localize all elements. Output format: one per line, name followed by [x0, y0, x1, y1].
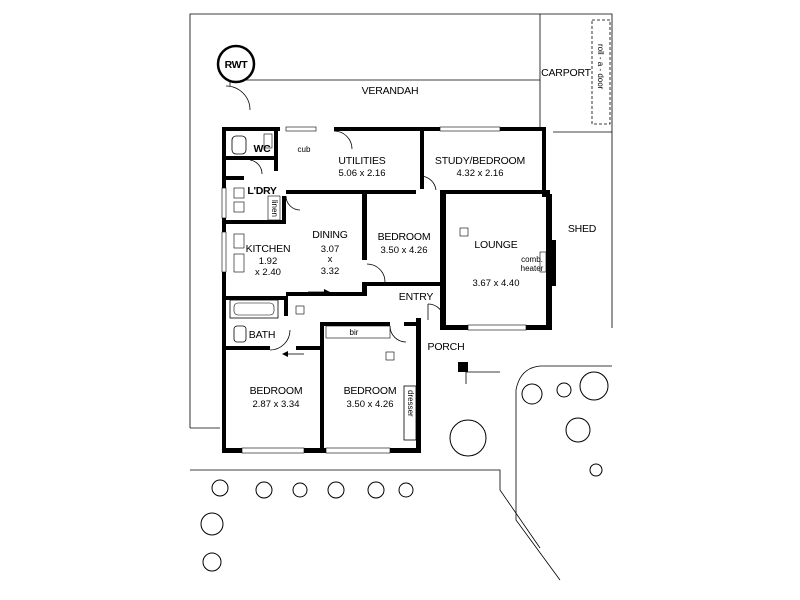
doors — [249, 130, 445, 351]
lounge-dims: 3.67 x 4.40 — [472, 278, 519, 289]
kitchen-dim-1: 1.92 — [259, 256, 278, 267]
site-boundary — [189, 13, 613, 581]
bedroom-left-label: BEDROOM — [250, 385, 303, 397]
windows — [221, 126, 527, 454]
rwt-label: RWT — [225, 59, 249, 71]
verandah-door-swing — [225, 85, 251, 111]
study-dims: 4.32 x 2.16 — [456, 168, 503, 179]
laundry-label: L'DRY — [247, 185, 276, 197]
dining-dim-3: 3.32 — [321, 266, 340, 277]
entry-label: ENTRY — [399, 291, 434, 303]
roll-a-door: roll - a - door — [591, 19, 611, 125]
linen-label: linen — [270, 200, 279, 217]
bedroom-right-label: BEDROOM — [344, 385, 397, 397]
cub-label: cub — [298, 145, 311, 154]
comb-label: comb. — [521, 255, 543, 264]
dining-dim-2: x — [328, 254, 333, 265]
bedroom-right-dims: 3.50 x 4.26 — [346, 399, 393, 410]
dresser-label: dresser — [406, 390, 415, 417]
bedroom-center-label: BEDROOM — [378, 231, 431, 243]
verandah-label: VERANDAH — [362, 85, 419, 97]
room-labels: VERANDAH CARPORT WC cub UTILITIES 5.06 x… — [246, 67, 597, 417]
wc-label: WC — [254, 143, 272, 155]
shed-label: SHED — [568, 223, 597, 235]
roll-door-label: roll - a - door — [596, 44, 605, 90]
kitchen-dim-2: x 2.40 — [255, 267, 281, 278]
kitchen-label: KITCHEN — [246, 243, 291, 255]
bedroom-center-dims: 3.50 x 4.26 — [380, 245, 427, 256]
bath-label: BATH — [249, 329, 275, 341]
carport-label: CARPORT — [541, 67, 592, 79]
heater-label: heater — [521, 264, 544, 273]
bedroom-left-dims: 2.87 x 3.34 — [252, 399, 299, 410]
bir-label: bir — [350, 328, 359, 337]
utilities-label: UTILITIES — [338, 155, 385, 167]
lounge-label: LOUNGE — [474, 239, 517, 251]
fixtures — [229, 133, 547, 441]
utilities-dims: 5.06 x 2.16 — [338, 168, 385, 179]
dining-dim-1: 3.07 — [321, 244, 340, 255]
study-label: STUDY/BEDROOM — [435, 155, 525, 167]
trees — [200, 371, 609, 572]
rain-water-tank: RWT — [216, 44, 256, 84]
dining-label: DINING — [312, 229, 348, 241]
porch-label: PORCH — [428, 341, 465, 353]
